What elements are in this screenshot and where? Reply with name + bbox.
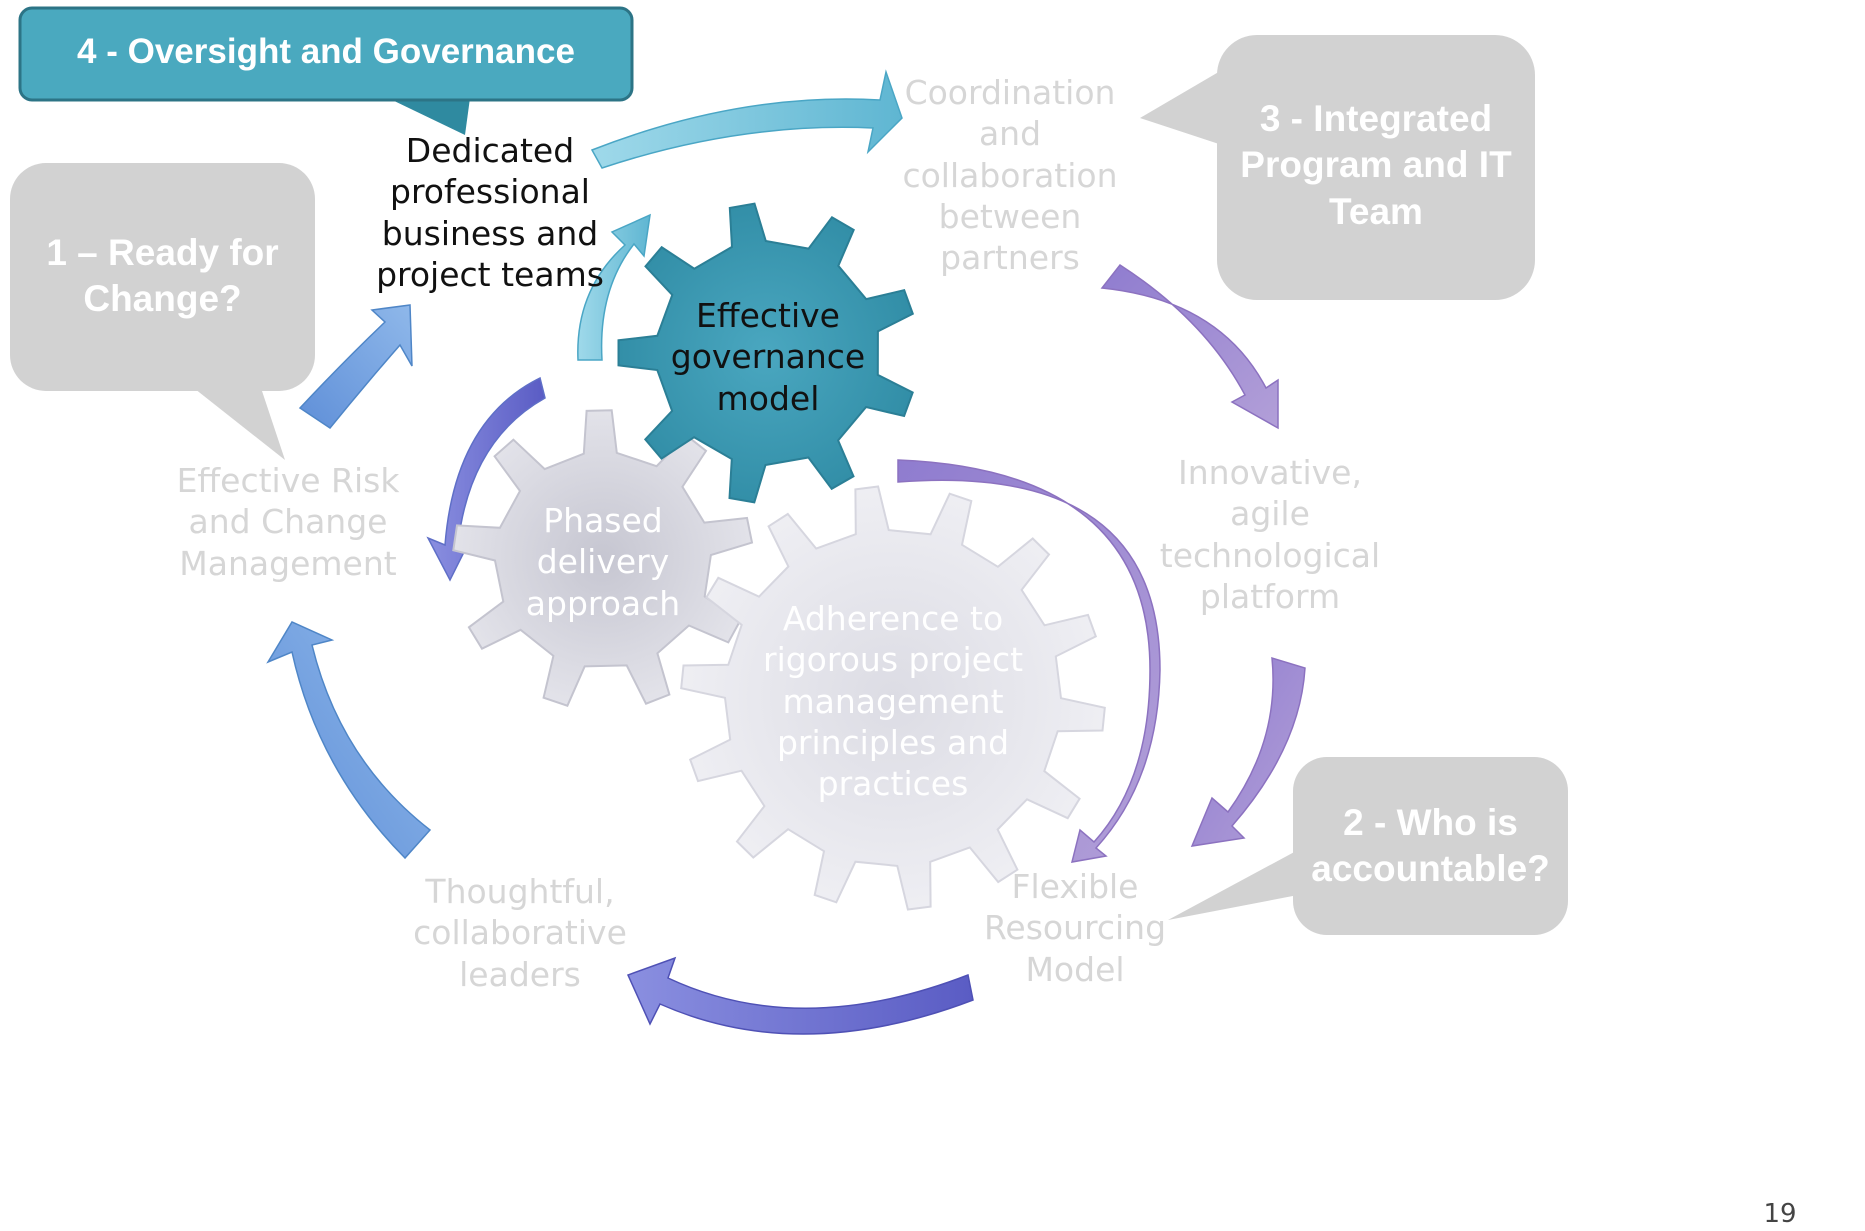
- adherence-line-4: principles and: [776, 722, 1010, 762]
- arrow-inner-cyan: [577, 213, 651, 361]
- ready-line-2: Change?: [83, 278, 242, 320]
- risk-line-1: Effective Risk: [176, 461, 400, 500]
- ready-line-1: 1 – Ready for: [46, 232, 279, 273]
- label-coordination: Coordination and collaboration between p…: [890, 72, 1130, 278]
- arrow-right-purple-top: [1100, 263, 1279, 430]
- arrow-left-blue-bottom: [266, 621, 432, 860]
- bubble-ready-for-change: [10, 163, 315, 460]
- coordination-line-2: and: [978, 114, 1042, 154]
- gear-governance-label: Effective governance model: [668, 295, 868, 419]
- label-flexible-resourcing: Flexible Resourcing Model: [975, 866, 1175, 990]
- accountable-line-1: 2 - Who is: [1343, 802, 1518, 843]
- gear-effective-governance: [617, 202, 915, 504]
- integrated-line-1: 3 - Integrated: [1259, 98, 1493, 139]
- adherence-line-1: Adherence to: [782, 599, 1004, 638]
- integrated-line-3: Team: [1329, 190, 1423, 232]
- innovative-line-4: platform: [1199, 576, 1341, 616]
- innovative-line-1: Innovative,: [1178, 453, 1362, 492]
- phased-line-3: approach: [525, 583, 681, 623]
- callout-oversight-governance: [18, 6, 634, 135]
- oversight-title: 4 - Oversight and Governance: [77, 32, 575, 71]
- risk-line-3: Management: [179, 543, 397, 583]
- gear-adherence-label: Adherence to rigorous project management…: [763, 598, 1023, 804]
- label-risk-change: Effective Risk and Change Management: [168, 460, 408, 584]
- flexible-line-2: Resourcing: [983, 908, 1167, 948]
- adherence-line-2: rigorous project: [763, 640, 1024, 680]
- gear-adherence-body: [680, 485, 1106, 911]
- arrow-top-cyan: [590, 69, 903, 169]
- arrow-right-purple-bottom: [1190, 656, 1306, 847]
- thoughtful-line-1: Thoughtful,: [425, 872, 615, 911]
- label-dedicated-teams: Dedicated professional business and proj…: [370, 130, 610, 295]
- arrow-left-blue-up: [298, 304, 413, 430]
- phased-line-2: delivery: [536, 542, 670, 582]
- gear-phased-delivery: [452, 409, 754, 707]
- arrow-bottom-indigo: [626, 956, 974, 1035]
- risk-line-2: and Change: [188, 502, 388, 542]
- coordination-line-5: partners: [940, 238, 1080, 277]
- bubble-who-accountable: [1168, 757, 1568, 935]
- gear-phased-body: [452, 409, 754, 707]
- adherence-line-5: practices: [817, 764, 969, 803]
- governance-line-1: Effective: [696, 296, 840, 335]
- governance-line-2: governance: [670, 337, 866, 377]
- gear-governance-body: [617, 202, 915, 504]
- thoughtful-line-3: leaders: [459, 954, 581, 994]
- coordination-line-3: collaboration: [902, 155, 1118, 195]
- flexible-line-3: Model: [1025, 949, 1125, 989]
- bubble-integrated-team: [1140, 35, 1535, 300]
- gear-adherence: [680, 485, 1106, 911]
- coordination-line-4: between: [938, 196, 1082, 236]
- dedicated-line-4: project teams: [376, 254, 604, 294]
- integrated-line-2: Program and IT: [1240, 144, 1512, 186]
- integrated-team-text: 3 - Integrated Program and IT Team: [1217, 96, 1535, 235]
- dedicated-line-2: professional: [390, 172, 590, 212]
- ready-for-change-text: 1 – Ready for Change?: [10, 230, 315, 323]
- coordination-line-1: Coordination: [904, 73, 1116, 112]
- accountable-line-2: accountable?: [1311, 848, 1550, 890]
- governance-line-3: model: [716, 378, 820, 418]
- page-number: 19: [1763, 1199, 1797, 1229]
- dedicated-line-3: business and: [381, 213, 599, 253]
- innovative-line-2: agile: [1230, 494, 1310, 534]
- gear-phased-label: Phased delivery approach: [503, 500, 703, 624]
- who-accountable-text: 2 - Who is accountable?: [1293, 800, 1568, 893]
- arrow-inner-purple-arc: [897, 459, 1161, 863]
- label-thoughtful-leaders: Thoughtful, collaborative leaders: [400, 871, 640, 995]
- dedicated-line-1: Dedicated: [405, 131, 575, 170]
- thoughtful-line-2: collaborative: [413, 913, 627, 953]
- adherence-line-3: management: [782, 681, 1004, 721]
- label-innovative-platform: Innovative, agile technological platform: [1150, 452, 1390, 617]
- innovative-line-3: technological: [1159, 535, 1381, 575]
- flexible-line-1: Flexible: [1011, 867, 1139, 906]
- phased-line-1: Phased: [543, 501, 663, 540]
